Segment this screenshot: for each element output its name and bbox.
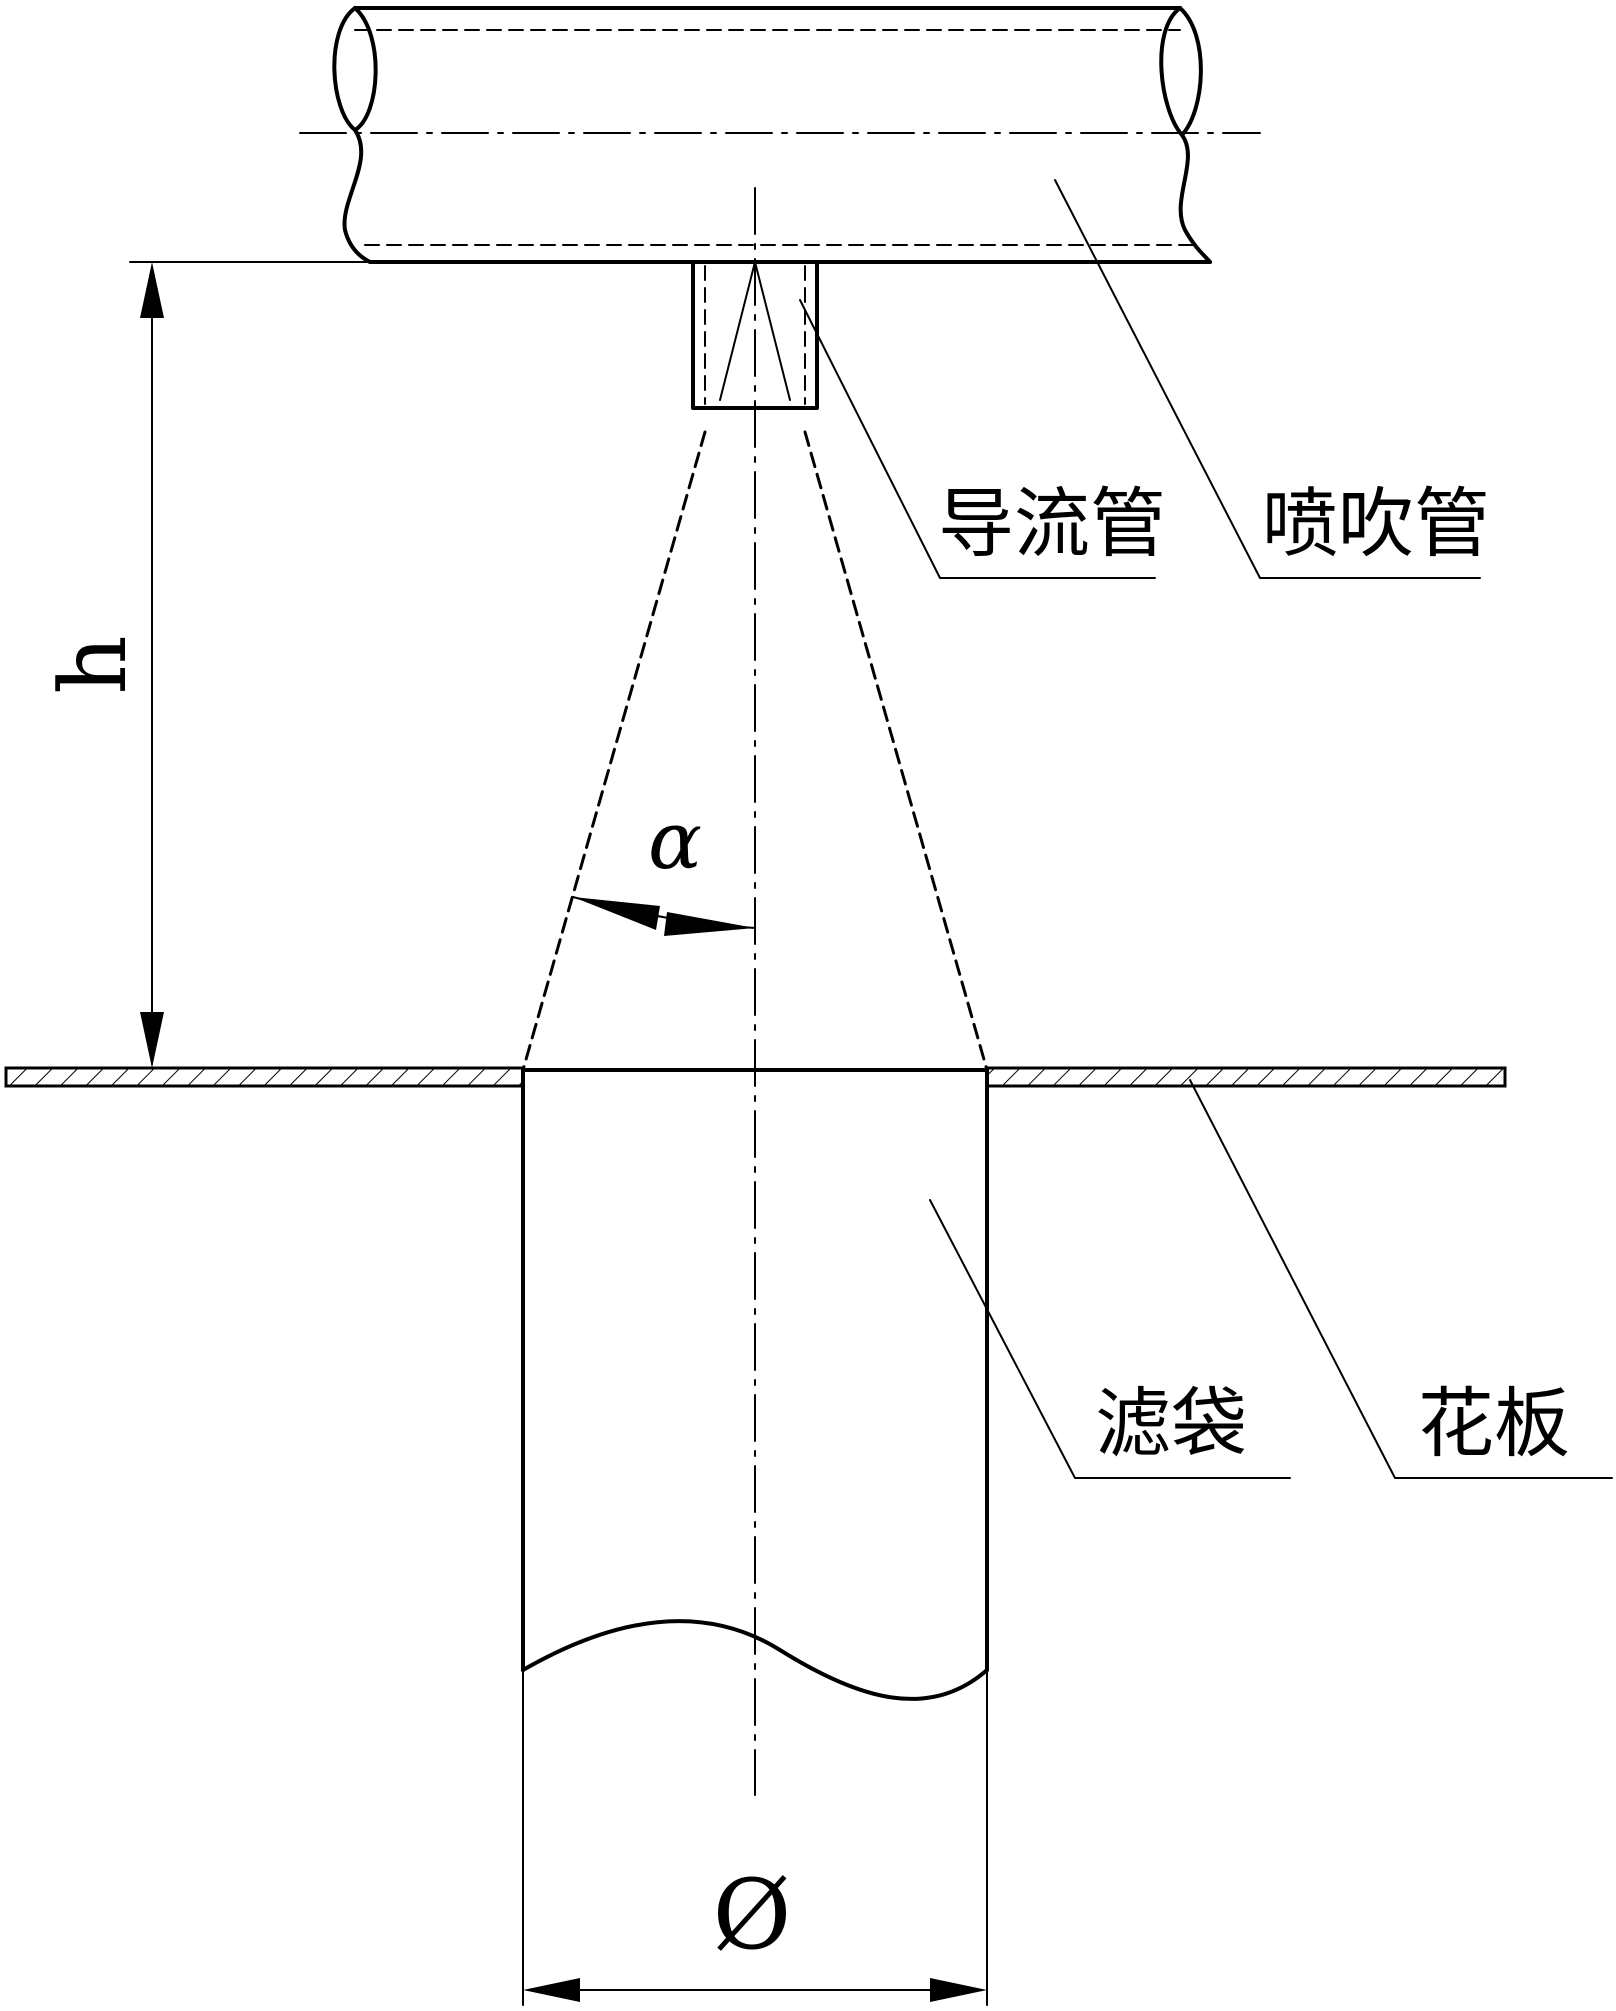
angle-symbol: α bbox=[648, 794, 702, 887]
jet-cone bbox=[521, 430, 989, 1072]
angle-dimension bbox=[572, 896, 756, 936]
height-symbol: h bbox=[40, 635, 147, 694]
label-diversion-tube: 导流管 bbox=[938, 479, 1166, 568]
diameter-symbol: Ø bbox=[713, 1859, 792, 1971]
label-filter-bag: 滤袋 bbox=[1095, 1379, 1247, 1468]
diameter-dimension bbox=[522, 1669, 988, 2006]
filter-bag bbox=[521, 1068, 989, 1701]
label-blow-pipe: 喷吹管 bbox=[1262, 479, 1490, 568]
leader-lines bbox=[799, 179, 1613, 1479]
label-orifice-plate: 花板 bbox=[1418, 1379, 1570, 1468]
height-dimension bbox=[129, 261, 371, 1068]
blow-pipe bbox=[332, 6, 1212, 264]
